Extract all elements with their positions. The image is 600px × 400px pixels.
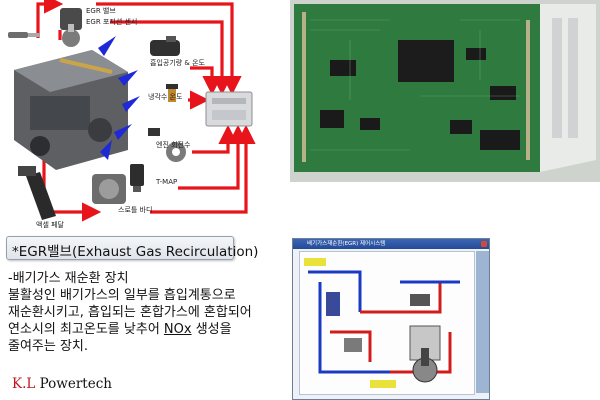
definition-line-2: 재순환시키고, 흡입되는 혼합가스에 혼합되어 (8, 305, 252, 320)
label-accel-pedal: 액셀 페달 (36, 221, 64, 229)
system-schematic-graphics (304, 258, 460, 388)
label-engine-rpm: 엔진 회전수 (156, 141, 191, 149)
definition-line-3: 연소시의 최고온도를 낮추어 NOx 생성을 (8, 321, 252, 338)
nox-term: NOx (163, 322, 192, 337)
egr-control-diagram: EGR 밸브 EGR 포지션 센서 흡입공기량 & 온도 냉각수 온도 엔진 회… (0, 0, 262, 229)
definition-title: *EGR밸브(Exhaust Gas Recirculation) (6, 236, 259, 260)
brand-initials: K.L (12, 376, 36, 392)
close-icon (481, 241, 487, 247)
definition-line-4: 줄여주는 장치. (8, 339, 89, 354)
ecu-board-graphics (290, 0, 600, 182)
definition-subtitle: -배기가스 재순환 장치 (8, 271, 129, 286)
label-egr-valve: EGR 밸브 (86, 7, 116, 15)
arrow-tmap (178, 124, 248, 190)
ecu-board-photo (290, 0, 600, 182)
coolant-sensor-icon (166, 84, 178, 102)
arrow-egr-sensor (110, 20, 232, 96)
definition-line-3-post: 생성을 (191, 322, 232, 337)
egr-valve-icon (60, 8, 82, 47)
piston-icon (409, 325, 441, 383)
definition-body: -배기가스 재순환 장치 불활성인 배기가스의 일부를 흡입계통으로 재순환시키… (8, 270, 252, 355)
engine-icon (14, 50, 128, 170)
brand-name: Powertech (35, 376, 112, 392)
arrow-egr-to-ecu (96, 2, 242, 96)
system-window-sidebar (476, 251, 489, 393)
system-schematic (299, 251, 475, 395)
definition-title-box (6, 236, 234, 260)
o2-sensor-icon (8, 32, 40, 38)
definition-title-text: *EGR밸브(Exhaust Gas Recirculation) (12, 244, 259, 260)
ecu-icon (205, 91, 253, 127)
system-window-title: 배기가스재순환(EGR) 제어시스템 (307, 241, 386, 247)
definition-line-3-pre: 연소시의 최고온도를 낮추어 (8, 322, 164, 337)
arrow-crank (192, 124, 238, 154)
tmap-sensor-icon (130, 164, 144, 192)
crank-sensor-icon (148, 128, 186, 162)
arrow-maf (190, 66, 222, 96)
arrow-egr-valve (36, 0, 64, 38)
accel-pedal-icon (18, 166, 56, 220)
egr-system-window: 배기가스재순환(EGR) 제어시스템 (292, 238, 490, 400)
label-intake-air: 흡입공기량 & 온도 (150, 59, 205, 67)
system-window-titlebar: 배기가스재순환(EGR) 제어시스템 (293, 239, 489, 249)
company-logo: K.L Powertech (12, 376, 112, 392)
throttle-body-icon (92, 174, 126, 204)
sensor-pointers (98, 36, 140, 160)
label-throttle: 스로틀 바디 (118, 206, 153, 214)
maf-sensor-icon (150, 36, 180, 56)
diagram-graphics (8, 0, 256, 222)
label-egr-position-sensor: EGR 포지션 센서 (86, 18, 138, 26)
label-coolant-temp: 냉각수 온도 (148, 93, 183, 101)
label-tmap: T-MAP (156, 178, 178, 186)
definition-line-1: 불활성인 배기가스의 일부를 흡입계통으로 (8, 288, 236, 303)
arrow-throttle (150, 124, 256, 214)
